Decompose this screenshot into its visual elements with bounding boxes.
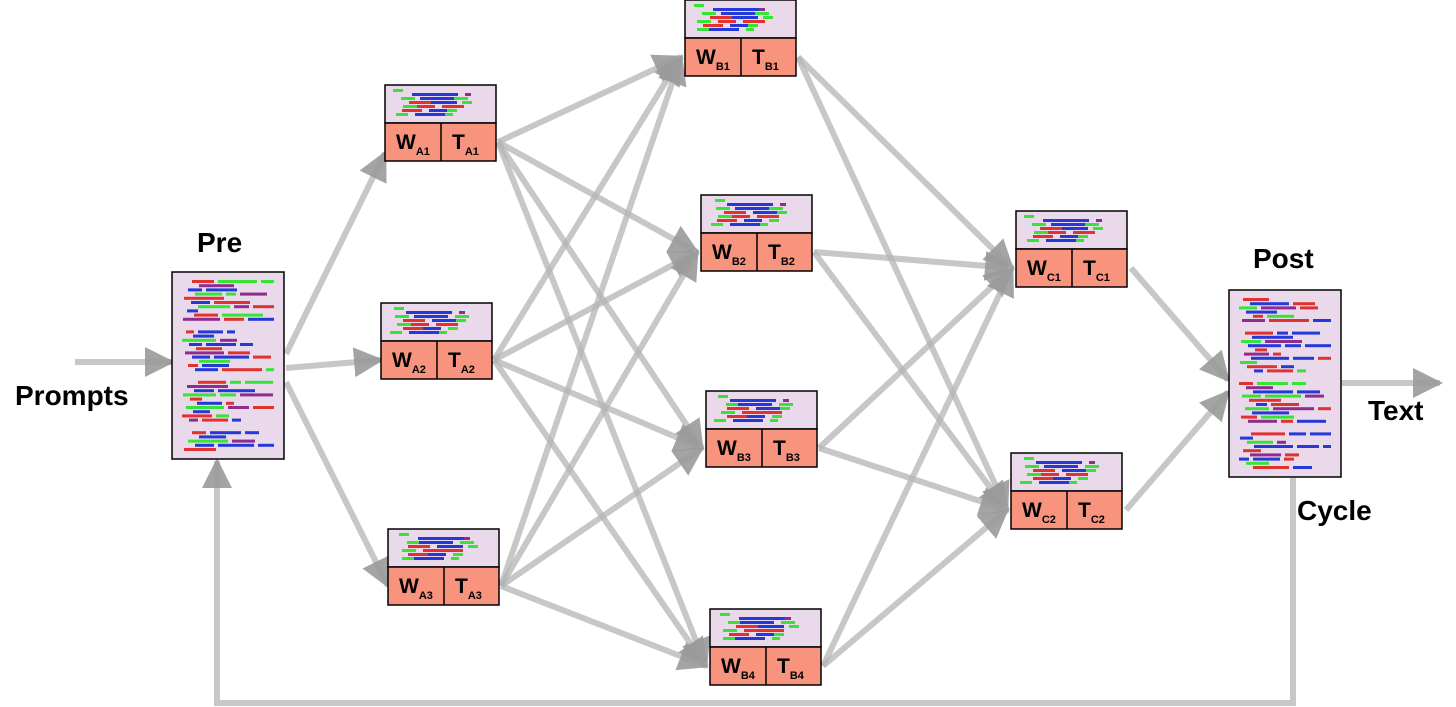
node-a1: WA1 TA1: [384, 84, 497, 162]
node-b1: WB1 TB1: [684, 0, 797, 77]
arrow-a2-to-b3: [492, 357, 705, 452]
node-b4-t-label: TB4: [777, 655, 805, 682]
arrow-a3-to-b2: [498, 249, 700, 588]
prompts-label: Prompts: [15, 380, 129, 411]
text-label: Text: [1368, 395, 1424, 426]
arrow-b2-to-c1: [813, 249, 1015, 281]
node-b4-w-label: WB4: [721, 655, 756, 682]
arrow-b4-to-c2: [821, 507, 1010, 669]
node-b3: WB3 TB3: [705, 390, 818, 468]
arrow-a3-to-b4: [499, 583, 709, 671]
node-a3-t-label: TA3: [455, 575, 482, 602]
arrow-b3-to-c1: [816, 265, 1015, 451]
arrow-c2-to-post: [1123, 389, 1231, 512]
arrow-a1-to-b1: [496, 54, 684, 145]
node-b2-t-label: TB2: [768, 241, 795, 268]
node-a1-w-label: WA1: [396, 131, 430, 158]
arrow-c1-to-post: [1128, 266, 1231, 383]
post-label: Post: [1253, 243, 1314, 274]
post-document: [1228, 289, 1342, 478]
node-c2-w-label: WC2: [1022, 499, 1056, 526]
arrows-layer: [75, 54, 1443, 706]
arrow-pre-to-a2: [285, 347, 384, 378]
node-b3-w-label: WB3: [717, 437, 751, 464]
arrow-pre-to-a1: [283, 150, 388, 356]
node-b1-w-label: WB1: [696, 46, 730, 73]
node-b4: WB4 TB4: [709, 608, 822, 686]
arrow-a3-to-b3: [499, 445, 705, 589]
node-a2-t-label: TA2: [448, 349, 475, 376]
node-b2: WB2 TB2: [700, 194, 813, 272]
arrow-a3-to-b1: [498, 54, 687, 587]
pre-label: Pre: [197, 227, 242, 258]
pre-document: [171, 271, 285, 460]
cycle-label: Cycle: [1297, 495, 1372, 526]
arrow-b1-to-c1: [795, 54, 1015, 271]
arrow-a2-to-b1: [491, 54, 684, 362]
arrow-a2-to-b4: [491, 358, 709, 669]
node-b1-t-label: TB1: [752, 46, 779, 73]
node-c1-t-label: TC1: [1083, 257, 1110, 284]
node-c1: WC1 TC1: [1015, 210, 1128, 288]
node-b2-w-label: WB2: [712, 241, 746, 268]
node-a1-t-label: TA1: [452, 131, 479, 158]
node-c1-w-label: WC1: [1027, 257, 1061, 284]
node-a3: WA3 TA3: [387, 528, 500, 606]
node-a2-w-label: WA2: [392, 349, 426, 376]
arrow-b2-to-c2: [811, 250, 1010, 513]
node-a3-w-label: WA3: [399, 575, 433, 602]
arrow-b4-to-c1: [820, 265, 1015, 668]
node-a2: WA2 TA2: [380, 302, 493, 380]
arrow-pre-to-a3: [283, 380, 391, 589]
arrow-b1-to-c2: [795, 55, 1010, 513]
node-b3-t-label: TB3: [773, 437, 800, 464]
node-c2: WC2 TC2: [1010, 452, 1123, 530]
node-c2-t-label: TC2: [1078, 499, 1105, 526]
arrow-cycle-feedback: [202, 458, 1296, 706]
